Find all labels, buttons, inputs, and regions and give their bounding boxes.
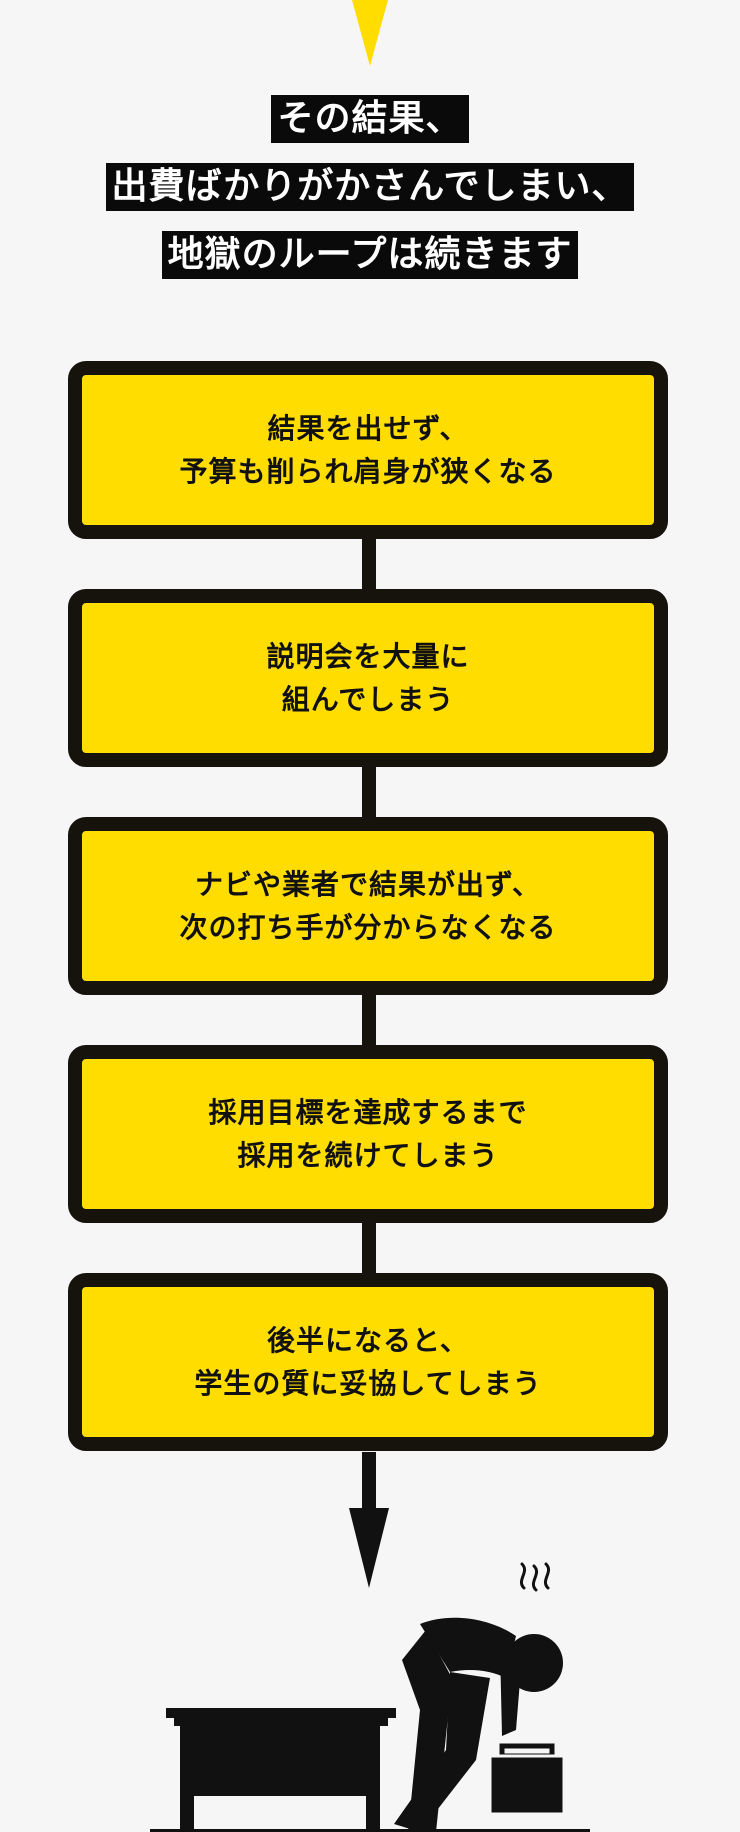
step-text-line: 後半になると、 [267,1324,469,1357]
flow-step-1: 結果を出せず、 予算も削られ肩身が狭くなる [68,361,668,539]
flow-connector [362,991,376,1051]
flow-step-2: 説明会を大量に 組んでしまう [68,589,668,767]
step-text-line: 学生の質に妥協してしまう [194,1367,542,1400]
headline-line: その結果、 [0,95,740,143]
headline-line: 地獄のループは続きます [0,231,740,279]
step-text-line: 予算も削られ肩身が狭くなる [179,455,557,488]
step-text-line: 組んでしまう [281,683,455,716]
exhausted-worker-icon [150,1562,590,1832]
flow-connector [362,1219,376,1279]
headline-text: その結果、 [271,95,469,143]
down-arrow-icon [349,1452,389,1588]
step-text-line: ナビや業者で結果が出ず、 [194,868,542,901]
headline-line: 出費ばかりがかさんでしまい、 [0,163,740,211]
flow-step-3: ナビや業者で結果が出ず、 次の打ち手が分からなくなる [68,817,668,995]
flow-connector [362,763,376,823]
step-text-line: 説明会を大量に [266,640,470,673]
top-pointer-icon [352,0,388,66]
step-text-line: 採用を続けてしまう [237,1139,499,1172]
flow-step-4: 採用目標を達成するまで 採用を続けてしまう [68,1045,668,1223]
headline: その結果、 出費ばかりがかさんでしまい、 地獄のループは続きます [0,95,740,299]
headline-text: 出費ばかりがかさんでしまい、 [105,163,635,211]
flow-step-5: 後半になると、 学生の質に妥協してしまう [68,1273,668,1451]
headline-text: 地獄のループは続きます [161,231,579,279]
step-text-line: 採用目標を達成するまで [208,1096,528,1129]
step-text-line: 次の打ち手が分からなくなる [179,911,557,944]
flow-connector [362,535,376,595]
step-text-line: 結果を出せず、 [267,412,469,445]
